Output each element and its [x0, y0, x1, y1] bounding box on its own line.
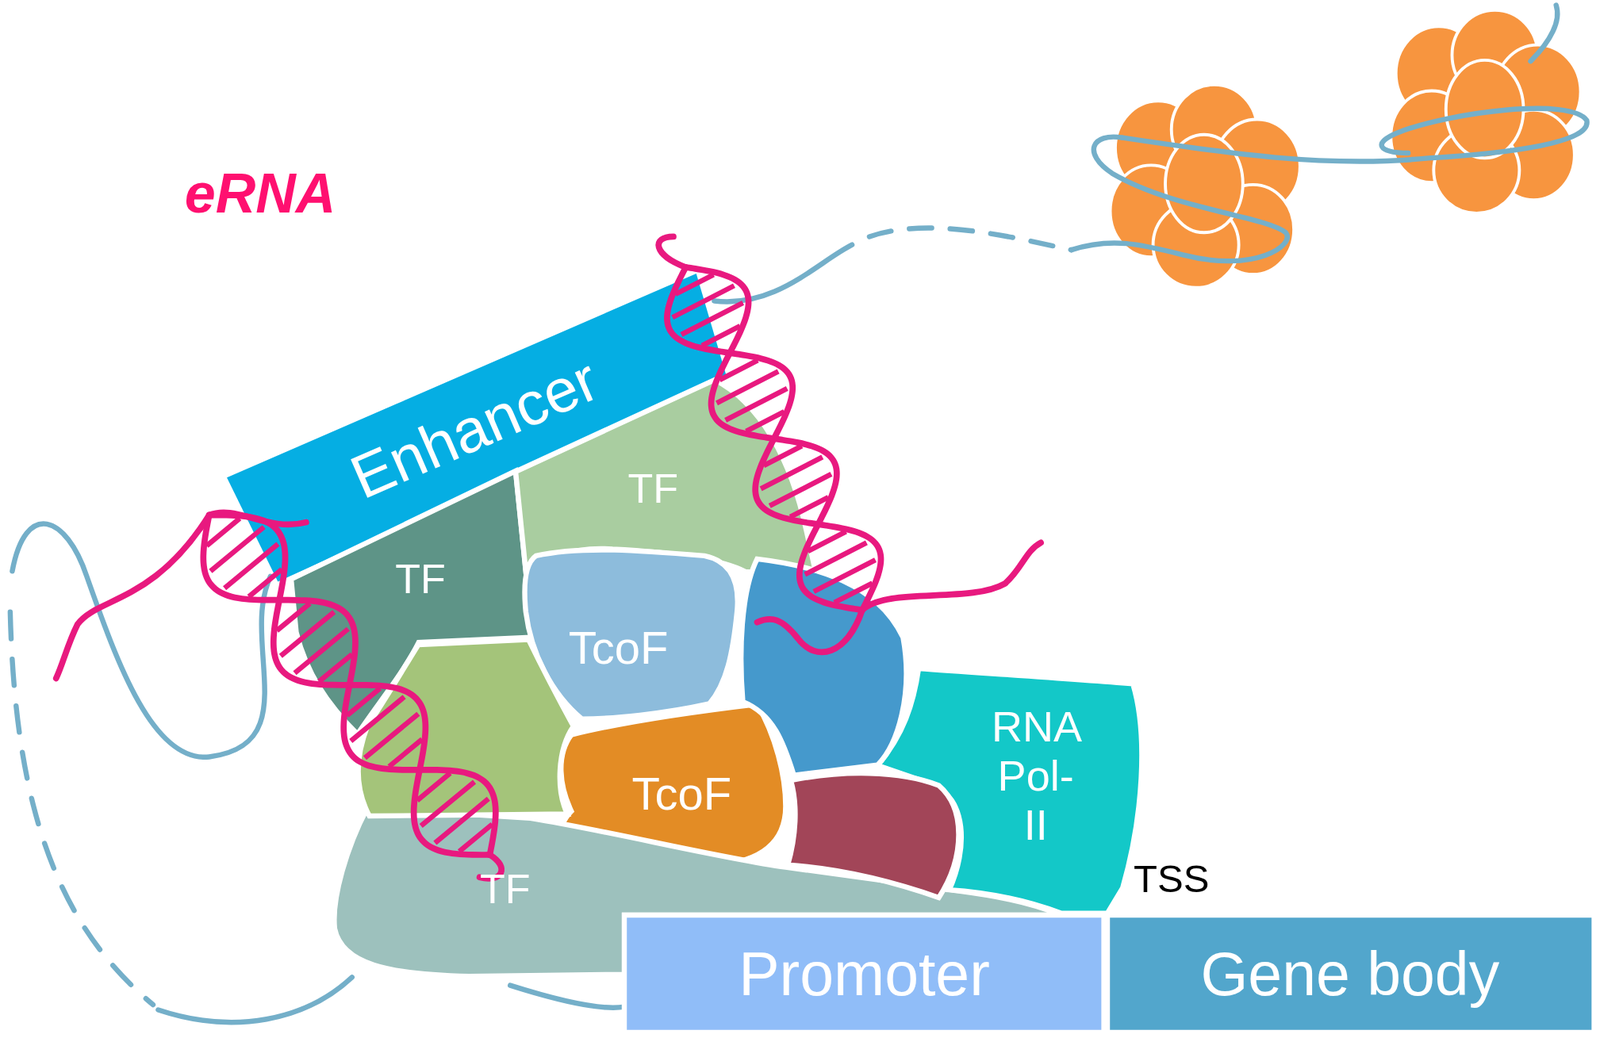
node-label: RNA Pol-II — [991, 701, 1080, 849]
node-label: TcoF — [568, 621, 669, 675]
node-fill — [515, 379, 817, 577]
dna-strand — [510, 986, 625, 1009]
base-pair — [318, 654, 353, 682]
erna-tail — [209, 512, 307, 525]
erna-tail — [756, 610, 862, 653]
dna-strand — [157, 977, 352, 1023]
dna-strand — [11, 523, 270, 757]
dna-strand-dashed — [10, 612, 154, 1006]
dna-strand — [713, 245, 852, 303]
node-label: TF — [479, 866, 531, 914]
node-label: TcoF — [631, 767, 732, 821]
erna-tail — [479, 855, 503, 879]
erna-strand — [203, 515, 495, 856]
base-pair — [417, 773, 451, 801]
tss-label: TSS — [1133, 858, 1209, 902]
base-pair — [346, 688, 380, 716]
erna-tail — [56, 515, 210, 680]
erna-tail — [658, 236, 686, 268]
node-shape: Gene body — [1107, 915, 1595, 1033]
erna-strand — [685, 267, 863, 611]
base-pair — [249, 569, 283, 597]
protein-blob — [787, 773, 959, 898]
erna-helix — [667, 267, 882, 611]
erna-label: eRNA — [184, 163, 337, 225]
protein-blob — [740, 559, 906, 776]
node-label: Gene body — [1200, 939, 1500, 1010]
node-fill — [1107, 915, 1595, 1033]
erna-strand — [209, 515, 491, 856]
base-pair — [389, 739, 423, 767]
node-label: TF — [395, 556, 446, 604]
dna-wrap — [1530, 4, 1558, 62]
dna-wrap — [1122, 108, 1588, 162]
erna-strand — [667, 267, 882, 611]
node-fill — [624, 915, 1105, 1033]
node-label: Promoter — [738, 939, 990, 1010]
dna-strand-dashed — [869, 228, 1072, 251]
node-shape: Promoter — [624, 915, 1105, 1033]
base-pair — [207, 518, 241, 546]
base-pair — [459, 824, 493, 852]
erna-helix — [203, 515, 495, 856]
base-pair — [276, 603, 311, 631]
erna-tail — [862, 542, 1041, 611]
node-label: TF — [627, 466, 679, 515]
